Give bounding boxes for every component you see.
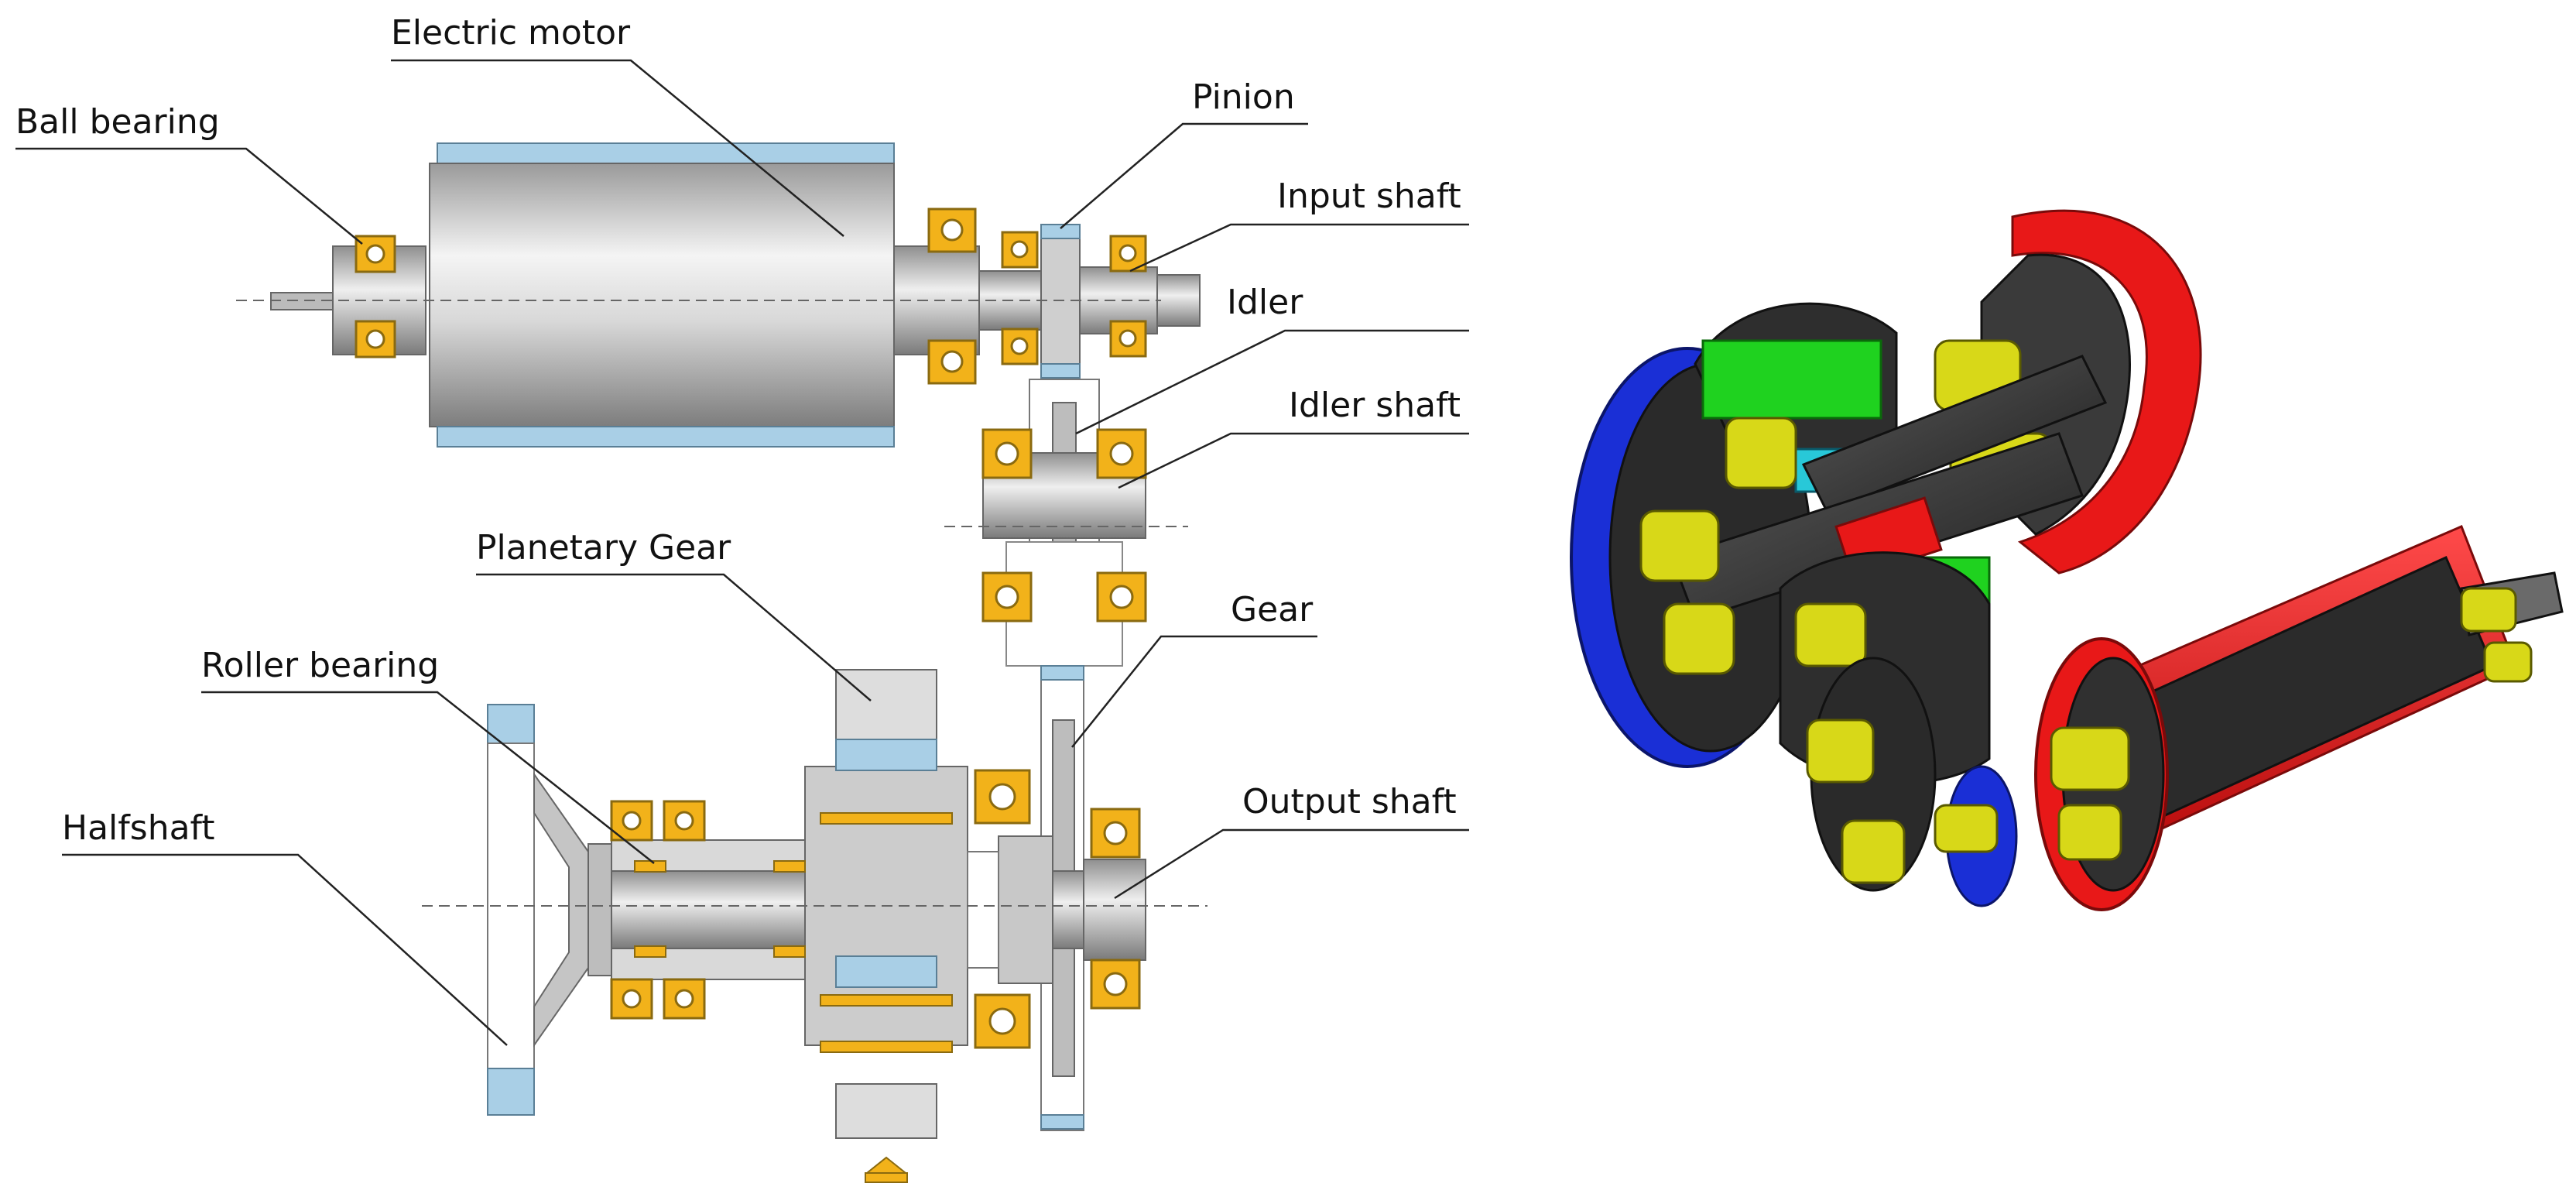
label-pinion: Pinion — [1192, 77, 1295, 117]
bearing — [1001, 328, 1039, 365]
render-planetary-gears — [1806, 657, 2018, 907]
bearing — [1109, 320, 1147, 358]
bearing — [663, 800, 706, 842]
label-halfshaft: Halfshaft — [62, 808, 215, 848]
bearing — [1090, 959, 1141, 1010]
bearing — [981, 571, 1033, 623]
label-output-shaft: Output shaft — [1242, 782, 1457, 821]
label-electric-motor: Electric motor — [391, 13, 631, 53]
labels: Electric motor Ball bearing Pinion Input… — [15, 13, 1461, 848]
bearing — [927, 339, 977, 385]
bearing — [974, 769, 1031, 825]
label-ball-bearing: Ball bearing — [15, 102, 220, 142]
label-idler: Idler — [1227, 283, 1303, 322]
label-input-shaft: Input shaft — [1277, 177, 1461, 216]
roller-bearings — [634, 812, 953, 1053]
label-idler-shaft: Idler shaft — [1289, 386, 1461, 425]
schematic-diagram: Electric motor Ball bearing Pinion Input… — [15, 13, 1469, 1183]
ball-bearings — [355, 208, 1147, 1049]
halfshaft — [487, 704, 612, 1116]
leader-lines — [15, 59, 1469, 1046]
electric-motor — [270, 142, 1042, 448]
bearing — [610, 800, 653, 842]
bearing — [1096, 428, 1147, 479]
bearing — [974, 993, 1031, 1049]
label-gear: Gear — [1231, 590, 1314, 629]
render-idler-block — [1694, 302, 2108, 513]
bearing — [1001, 231, 1039, 269]
bearing — [663, 978, 706, 1020]
bearing — [355, 320, 396, 358]
planetary-gear — [804, 669, 999, 1183]
bearing — [1096, 571, 1147, 623]
cutaway-render — [1570, 209, 2564, 911]
bearing — [610, 978, 653, 1020]
label-planetary-gear: Planetary Gear — [476, 528, 731, 568]
render-electric-motor — [2034, 525, 2564, 911]
bearing — [927, 208, 977, 253]
bearing — [981, 428, 1033, 479]
bearing — [1109, 235, 1147, 273]
bearing — [355, 235, 396, 273]
label-roller-bearing: Roller bearing — [201, 646, 439, 685]
center-lines — [236, 300, 1208, 907]
idler — [982, 379, 1146, 667]
bearing — [1090, 808, 1141, 859]
